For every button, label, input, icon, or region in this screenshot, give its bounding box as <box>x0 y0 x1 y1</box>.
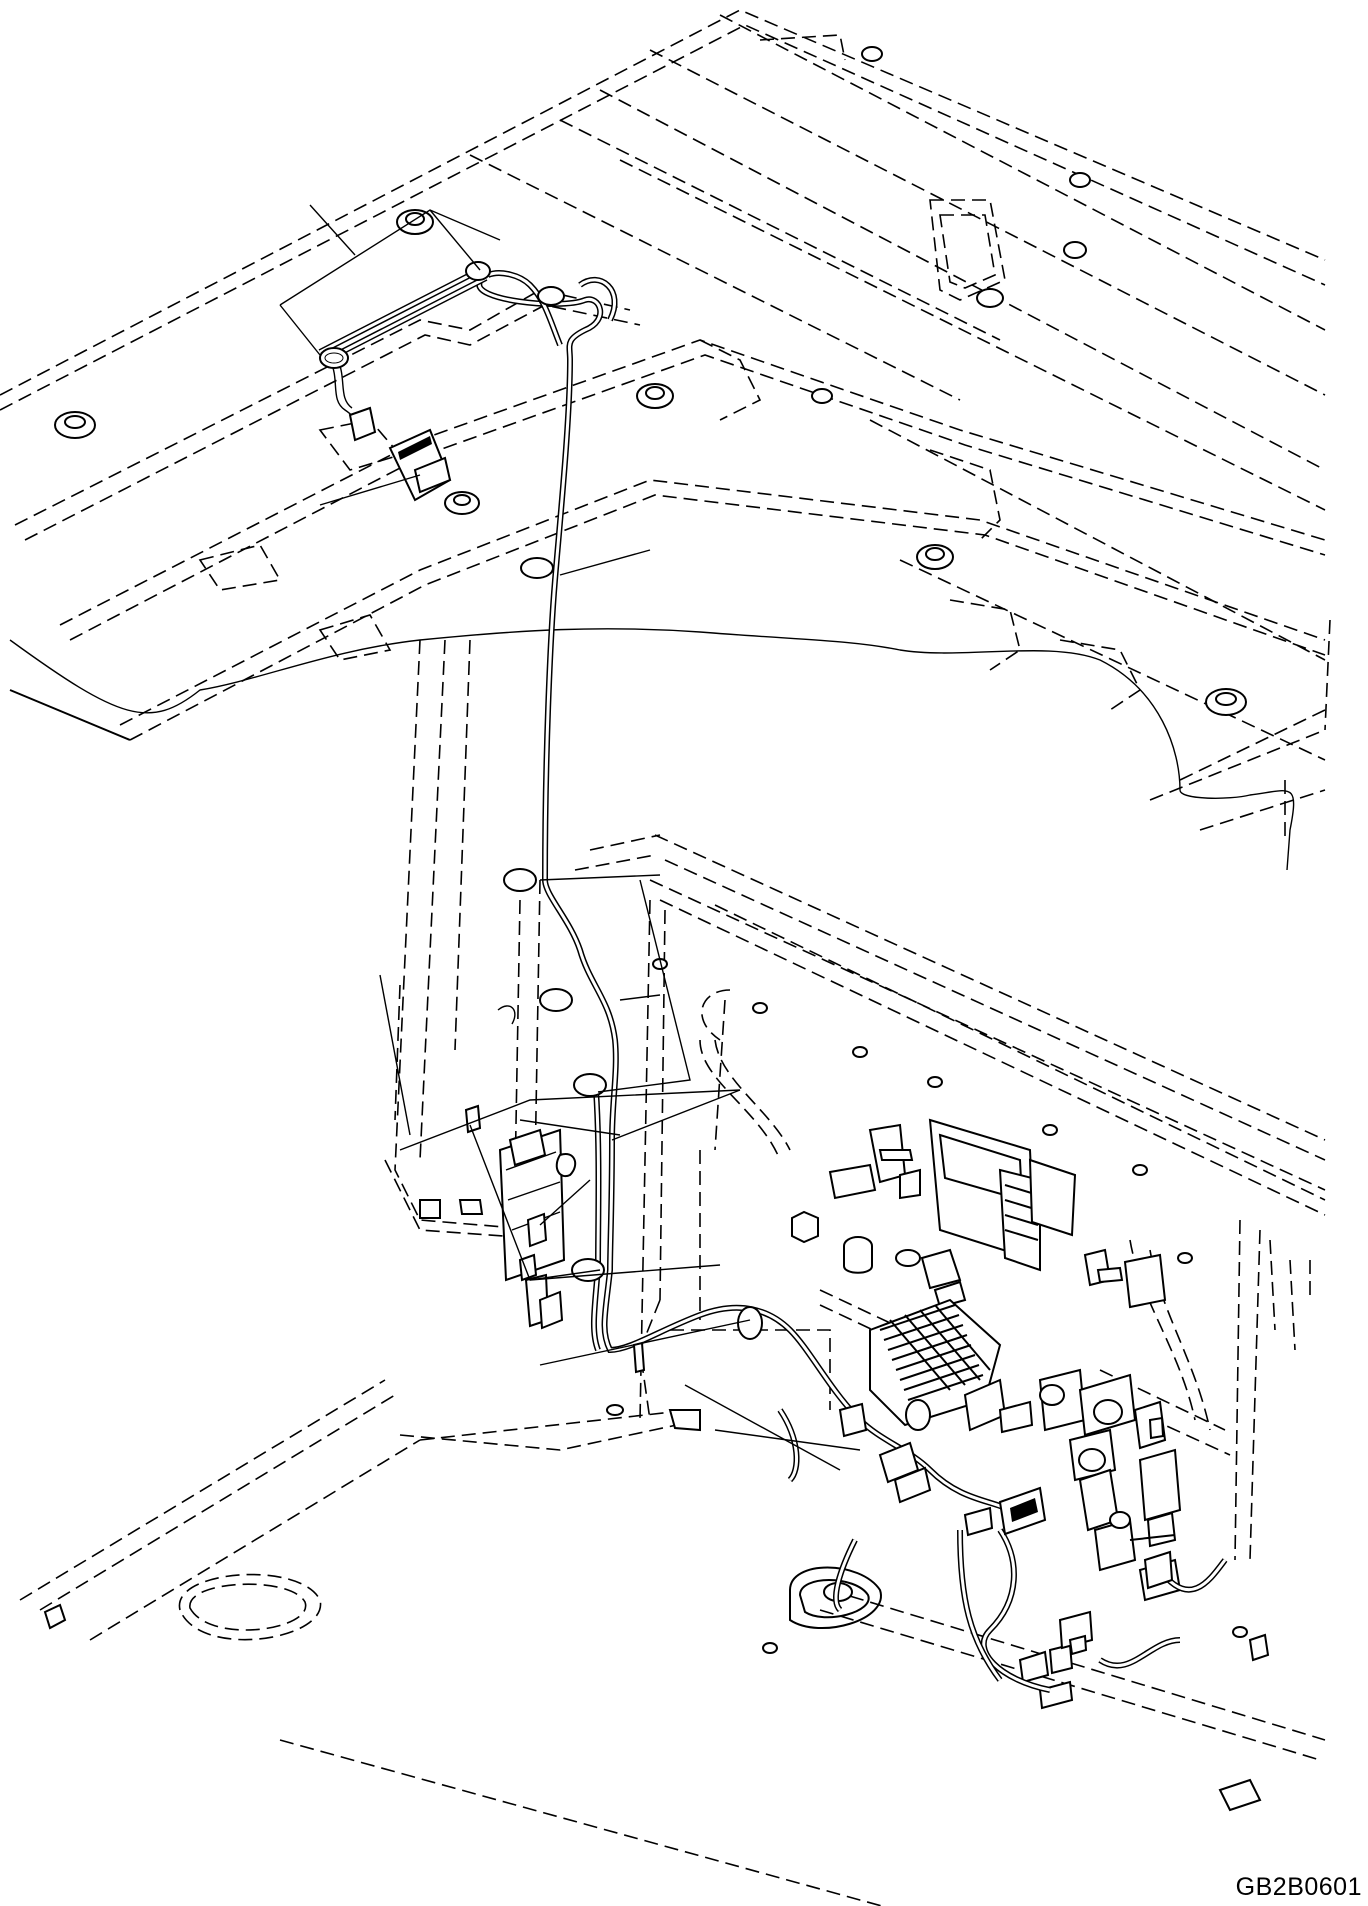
bolt-icon <box>916 544 954 570</box>
clamp-icon <box>905 1399 931 1431</box>
misc-parts <box>998 1400 1270 1710</box>
bolt-icon <box>1232 1626 1248 1638</box>
bolt-icon <box>976 288 1004 308</box>
wire-harness[interactable] <box>318 267 1228 1693</box>
bolt-icon <box>927 1076 943 1088</box>
upper-floor-panel <box>0 9 1331 840</box>
clamp-icon <box>737 1306 763 1340</box>
bolt-icon <box>1177 1252 1193 1264</box>
frame-edge <box>9 689 131 741</box>
connectors <box>348 406 1174 1656</box>
panel-connectors <box>920 1248 1167 1309</box>
bolt-icon <box>54 411 96 439</box>
bolt-icon <box>606 1404 624 1416</box>
cutaway-line <box>9 628 1295 871</box>
lower-floor-plate <box>19 1379 1326 1906</box>
clamp-icon <box>465 261 491 281</box>
bolt-icon <box>852 1046 868 1058</box>
bolt-icon <box>1132 1164 1148 1176</box>
bolt-icon <box>1205 688 1247 716</box>
brackets <box>828 1123 921 1200</box>
cable-tie <box>632 1341 646 1374</box>
bolt-icon <box>396 209 434 235</box>
clamp-icon <box>520 557 554 579</box>
connector-icon <box>1143 1550 1174 1590</box>
bolt-icon <box>811 388 833 404</box>
clamp-icon <box>319 347 349 369</box>
connector-icon <box>348 406 377 442</box>
bolt-icon <box>861 46 883 62</box>
leader-lines <box>279 204 861 1471</box>
connector-icon <box>838 1402 868 1438</box>
control-panel <box>574 834 1326 1561</box>
bolt-icon <box>1042 1124 1058 1136</box>
clamp-icon <box>573 1073 607 1097</box>
bolt-icon <box>752 1002 768 1014</box>
clamp-icon <box>539 988 573 1012</box>
connector-icon <box>1058 1610 1094 1656</box>
connector-icon <box>878 1441 932 1504</box>
connector-icon <box>388 428 452 502</box>
harness-clamps <box>319 261 931 1431</box>
upper-floor-bolts <box>54 46 1247 716</box>
bolt-icon <box>444 491 480 515</box>
bolt-icon <box>1069 172 1091 188</box>
heat-sink-controller <box>869 1298 1007 1432</box>
clamp-icon <box>503 868 537 892</box>
connector-icon <box>963 1506 994 1537</box>
bolt-icon <box>636 383 674 409</box>
bolt-icon <box>762 1642 778 1654</box>
panel-bolts <box>606 958 1248 1654</box>
clamp-icon <box>537 286 565 306</box>
figure-code: GB2B0601 <box>1235 1873 1362 1901</box>
bolt-icon <box>1063 241 1087 259</box>
fuse-relay-block <box>928 1118 1077 1272</box>
spacer-parts <box>791 1210 921 1274</box>
harness-bracket <box>458 1104 577 1330</box>
connector-icon <box>998 1486 1047 1536</box>
